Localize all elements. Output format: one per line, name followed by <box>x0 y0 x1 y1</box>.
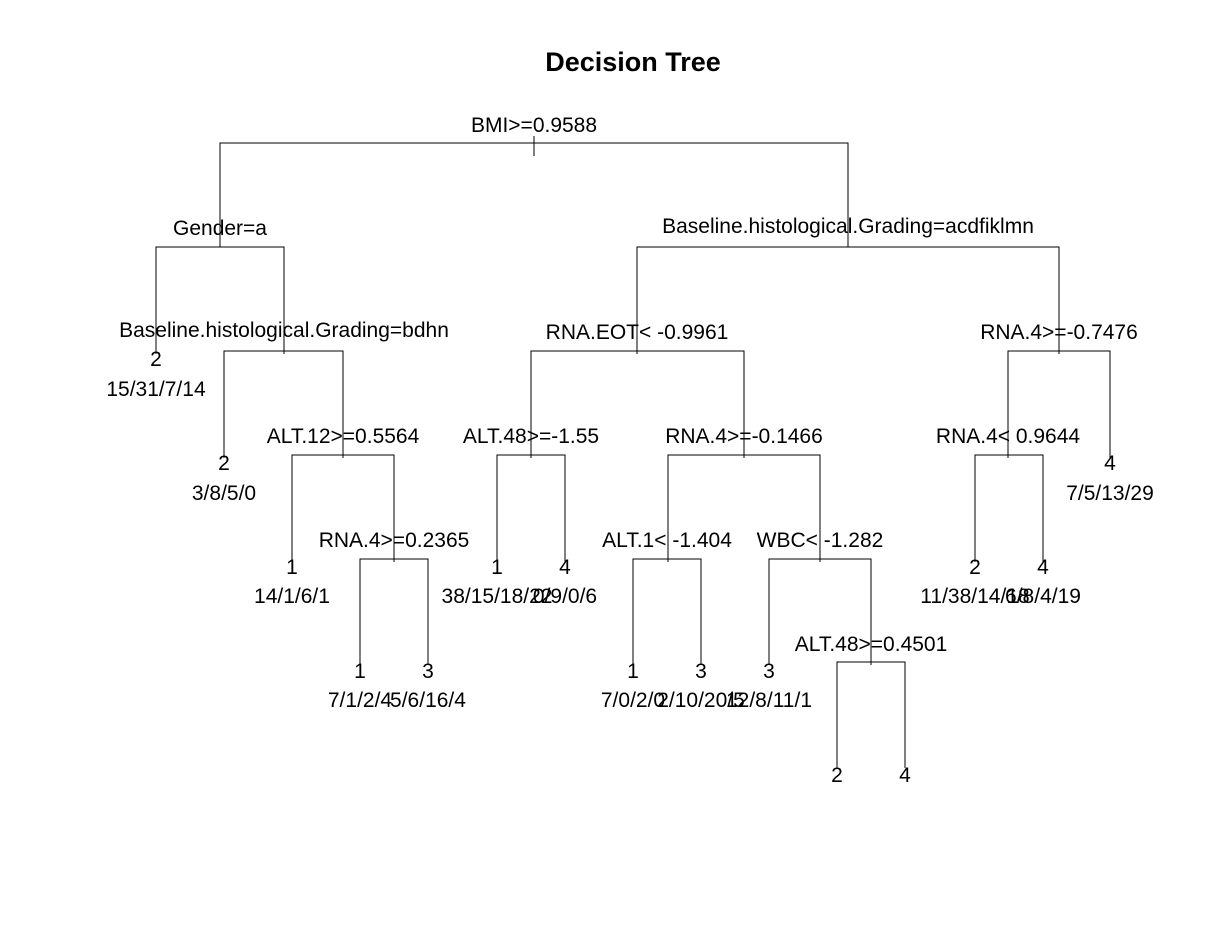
leaf-counts-label: 7/1/2/4 <box>328 689 393 712</box>
leaf-class-label: 1 <box>286 556 298 579</box>
edge-alt12 <box>291 454 395 562</box>
leaf-node: 2 3/8/5/0 <box>192 452 256 505</box>
leaf-node: 2 <box>831 764 843 787</box>
split-labels: BMI>=0.9588 Gender=a Baseline.histologic… <box>119 112 1138 656</box>
edge-grading-right <box>636 246 1060 354</box>
leaf-class-label: 3 <box>422 660 434 683</box>
edge-rna4-c <box>1007 350 1111 458</box>
split-rna-eot: RNA.EOT< -0.9961 <box>546 321 729 344</box>
edge-grading-left <box>223 350 344 458</box>
leaf-counts-label: 5/6/16/4 <box>390 689 466 712</box>
edge-rna4-a <box>359 558 429 665</box>
tree-edges <box>155 136 1111 768</box>
leaf-class-label: 2 <box>969 556 981 579</box>
leaf-class-label: 1 <box>491 556 503 579</box>
split-rna4-c: RNA.4>=-0.7476 <box>980 321 1138 344</box>
leaf-counts-label: 7/0/2/0 <box>601 689 665 712</box>
leaf-node: 4 6/8/4/19 <box>1005 556 1081 608</box>
leaf-class-label: 4 <box>1104 452 1116 475</box>
split-alt48-a: ALT.48>=-1.55 <box>463 425 599 448</box>
leaf-counts-label: 38/15/18/22 <box>442 585 553 608</box>
leaf-counts-label: 6/8/4/19 <box>1005 585 1081 608</box>
leaf-class-label: 1 <box>627 660 639 683</box>
leaf-class-label: 3 <box>763 660 775 683</box>
leaf-node: 3 12/8/11/1 <box>726 660 812 712</box>
leaf-node: 2 11/38/14/18 <box>920 556 1029 608</box>
leaf-counts-label: 14/1/6/1 <box>254 585 330 608</box>
leaf-counts-label: 11/38/14/18 <box>920 585 1029 608</box>
edge-alt48-a <box>496 454 566 562</box>
split-wbc: WBC< -1.282 <box>757 529 884 552</box>
leaf-node: 4 7/5/13/29 <box>1066 452 1154 505</box>
leaf-class-label: 2 <box>150 348 162 371</box>
split-alt1: ALT.1< -1.404 <box>602 529 732 552</box>
split-alt12: ALT.12>=0.5564 <box>267 425 420 448</box>
leaf-counts-label: 3/8/5/0 <box>192 482 256 505</box>
leaf-nodes: 2 15/31/7/14 2 3/8/5/0 1 14/1/6/1 1 7/1/… <box>106 348 1153 787</box>
edge-wbc <box>768 558 872 665</box>
split-grading-left: Baseline.histological.Grading=bdhn <box>119 319 449 342</box>
edge-alt1 <box>632 558 702 665</box>
split-rna4-a: RNA.4>=0.2365 <box>319 529 470 552</box>
edge-rna-eot <box>530 350 745 458</box>
chart-title: Decision Tree <box>545 47 721 77</box>
edge-alt48-b <box>836 661 906 768</box>
leaf-node: 4 0/9/0/6 <box>533 556 597 608</box>
edge-gender <box>155 246 285 354</box>
leaf-class-label: 2 <box>218 452 230 475</box>
leaf-counts-label: 15/31/7/14 <box>106 378 206 401</box>
leaf-class-label: 2 <box>831 764 843 787</box>
edge-rna4-d <box>974 454 1044 562</box>
leaf-class-label: 4 <box>899 764 911 787</box>
leaf-node: 3 2/10/20/5 <box>657 660 745 712</box>
split-rna4-b: RNA.4>=-0.1466 <box>665 425 823 448</box>
leaf-node: 2 15/31/7/14 <box>106 348 206 401</box>
root-split-label: BMI>=0.9588 <box>471 114 597 137</box>
leaf-counts-label: 12/8/11/1 <box>726 689 812 712</box>
edge-root <box>219 142 849 247</box>
leaf-node: 1 38/15/18/22 <box>442 556 553 608</box>
leaf-class-label: 1 <box>354 660 366 683</box>
split-alt48-b: ALT.48>=0.4501 <box>795 633 948 656</box>
split-gender: Gender=a <box>173 217 267 240</box>
leaf-node: 4 <box>899 764 911 787</box>
leaf-class-label: 4 <box>1037 556 1049 579</box>
split-rna4-d: RNA.4< 0.9644 <box>936 425 1081 448</box>
leaf-counts-label: 7/5/13/29 <box>1066 482 1154 505</box>
leaf-class-label: 3 <box>695 660 707 683</box>
leaf-counts-label: 2/10/20/5 <box>657 689 745 712</box>
leaf-counts-label: 0/9/0/6 <box>533 585 597 608</box>
leaf-class-label: 4 <box>559 556 571 579</box>
leaf-node: 1 7/0/2/0 <box>601 660 665 712</box>
leaf-node: 1 7/1/2/4 <box>328 660 393 712</box>
leaf-node: 1 14/1/6/1 <box>254 556 330 608</box>
leaf-node: 3 5/6/16/4 <box>390 660 466 712</box>
edge-rna4-b <box>667 454 821 562</box>
split-grading-right: Baseline.histological.Grading=acdfiklmn <box>662 215 1034 238</box>
